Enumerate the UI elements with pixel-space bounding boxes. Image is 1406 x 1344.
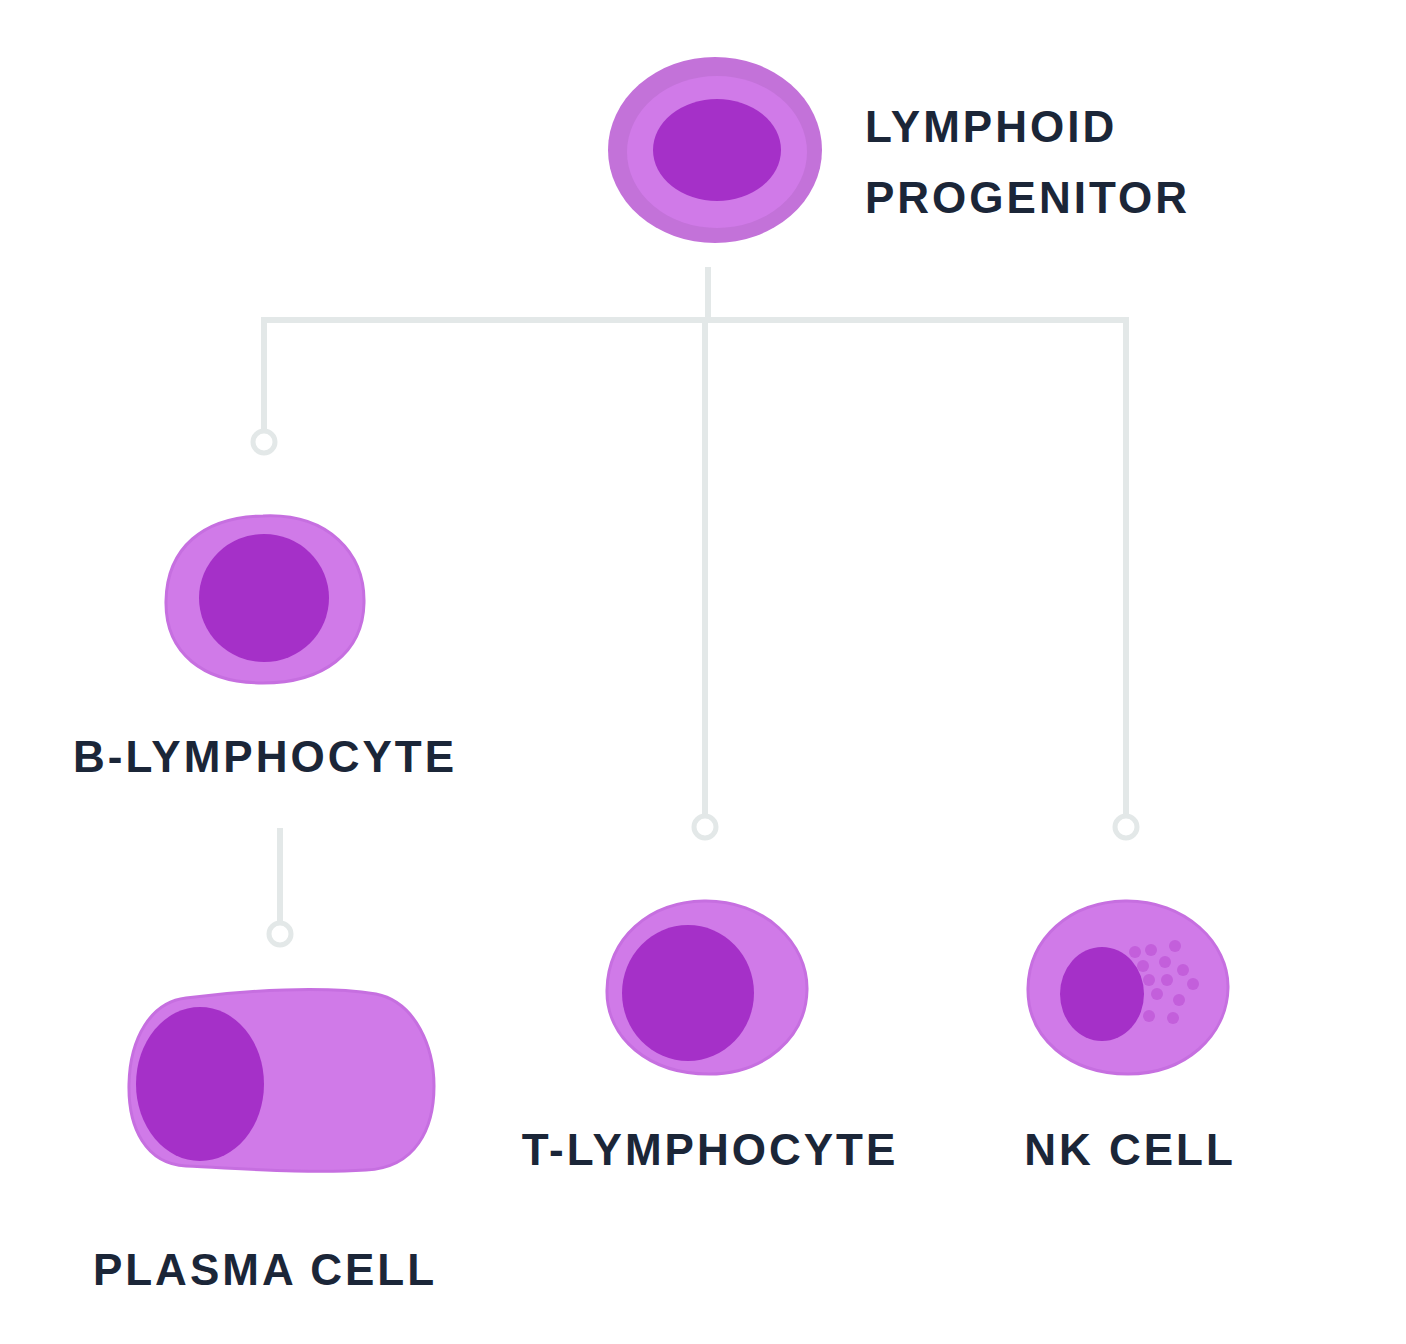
cell-illustration <box>163 513 369 689</box>
cell-node: LYMPHOID PROGENITOR <box>600 50 1240 250</box>
cell-illustration <box>126 988 438 1178</box>
connector <box>694 267 716 838</box>
connector <box>253 267 708 453</box>
connector <box>708 267 1137 838</box>
connector-end-dot <box>253 431 275 453</box>
cell-node: B-LYMPHOCYTE <box>40 505 490 795</box>
cell-label: NK CELL <box>960 1123 1300 1177</box>
connector-line <box>277 828 283 923</box>
connector-line <box>708 267 1126 816</box>
cell-label: PLASMA CELL <box>40 1243 490 1297</box>
cell-illustration <box>605 55 827 247</box>
connector-line <box>705 267 708 816</box>
cell-illustration <box>1025 898 1231 1078</box>
cell-node: T-LYMPHOCYTE <box>490 895 930 1180</box>
cell-illustration <box>604 898 810 1078</box>
cell-label: B-LYMPHOCYTE <box>40 730 490 784</box>
cell-node: NK CELL <box>960 895 1300 1180</box>
connector-end-dot <box>269 923 291 945</box>
connector-end-dot <box>694 816 716 838</box>
cell-label: T-LYMPHOCYTE <box>490 1123 930 1177</box>
connector-end-dot <box>1115 816 1137 838</box>
cell-label: LYMPHOID PROGENITOR <box>865 91 1225 233</box>
connector <box>269 828 291 945</box>
connector-line <box>264 267 708 431</box>
cell-node: PLASMA CELL <box>40 985 490 1305</box>
